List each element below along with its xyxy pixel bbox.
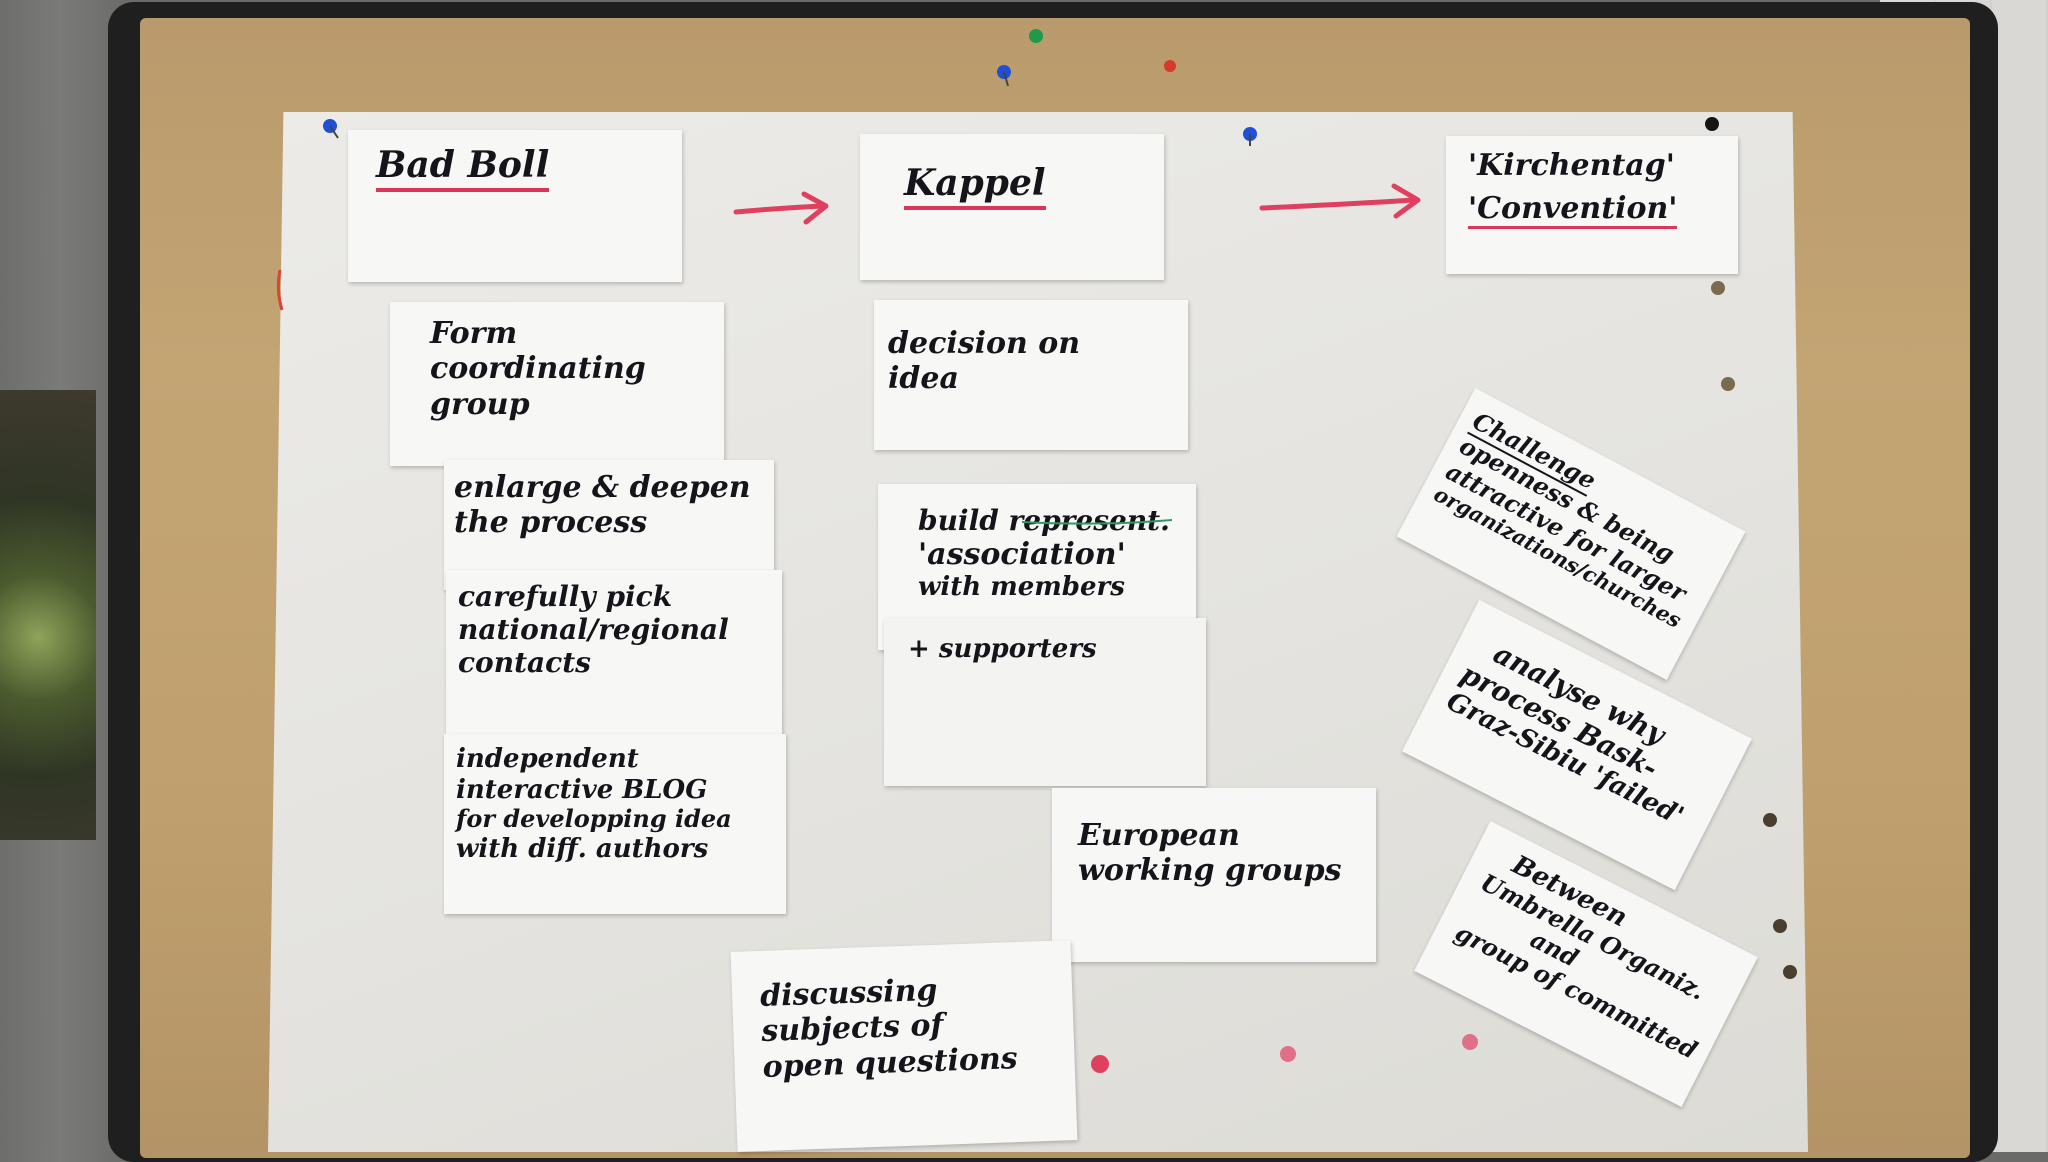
heading-card-bad-boll: Bad Boll <box>348 130 682 282</box>
heading-card-kirchentag: 'Kirchentag' 'Convention' <box>1446 136 1738 274</box>
right-arrow-icon <box>733 191 829 225</box>
card-line: carefully pick <box>458 580 673 613</box>
card-line: independent <box>456 744 639 774</box>
card-carefully-pick: carefully pick national/regional contact… <box>446 570 782 742</box>
heading-kirchentag: 'Kirchentag' <box>1468 148 1675 183</box>
right-arrow-icon <box>1259 183 1421 219</box>
heading-convention: 'Convention' <box>1468 191 1678 230</box>
card-line: working groups <box>1078 853 1342 889</box>
heading-card-kappel: Kappel <box>860 134 1164 280</box>
push-pin-icon <box>1164 60 1176 72</box>
card-line: contacts <box>458 646 591 680</box>
card-line: the process <box>454 505 648 541</box>
push-pin-icon <box>323 119 339 139</box>
card-line: idea <box>888 361 959 397</box>
card-line: 'association' <box>918 537 1126 573</box>
background-painting <box>0 390 96 840</box>
card-line: build represent. <box>918 504 1170 537</box>
card-independent-blog: independent interactive BLOG for develop… <box>444 734 786 914</box>
push-pin-icon <box>1029 29 1043 43</box>
card-line: European <box>1078 818 1240 853</box>
card-decision-on-idea: decision on idea <box>874 300 1188 450</box>
card-line: national/regional <box>458 613 729 647</box>
card-european-working-groups: European working groups <box>1052 788 1376 962</box>
card-line: with members <box>918 572 1125 603</box>
red-dot-sticker <box>1091 1034 1478 1073</box>
card-enlarge-deepen: enlarge & deepen the process <box>444 460 774 590</box>
red-mark <box>276 269 284 311</box>
card-supporters: + supporters <box>884 618 1206 786</box>
push-pin-icon <box>997 65 1011 87</box>
card-line: interactive BLOG <box>456 774 708 805</box>
card-line: Form <box>430 316 518 351</box>
card-line: + supporters <box>908 634 1097 664</box>
card-line: with diff. authors <box>456 833 709 864</box>
card-line: enlarge & deepen <box>454 470 751 505</box>
card-line: coordinating <box>430 351 646 387</box>
card-form-coordinating-group: Form coordinating group <box>390 302 724 466</box>
heading-kappel: Kappel <box>904 162 1046 211</box>
green-underline <box>1021 519 1173 525</box>
card-line: decision on <box>888 326 1081 361</box>
card-line: for developping idea <box>456 804 732 834</box>
push-pin-icon <box>1243 127 1257 146</box>
push-pin-icon <box>1705 117 1719 131</box>
ring-hole <box>1711 281 1797 979</box>
heading-bad-boll: Bad Boll <box>376 144 550 193</box>
card-line: group <box>430 386 530 422</box>
